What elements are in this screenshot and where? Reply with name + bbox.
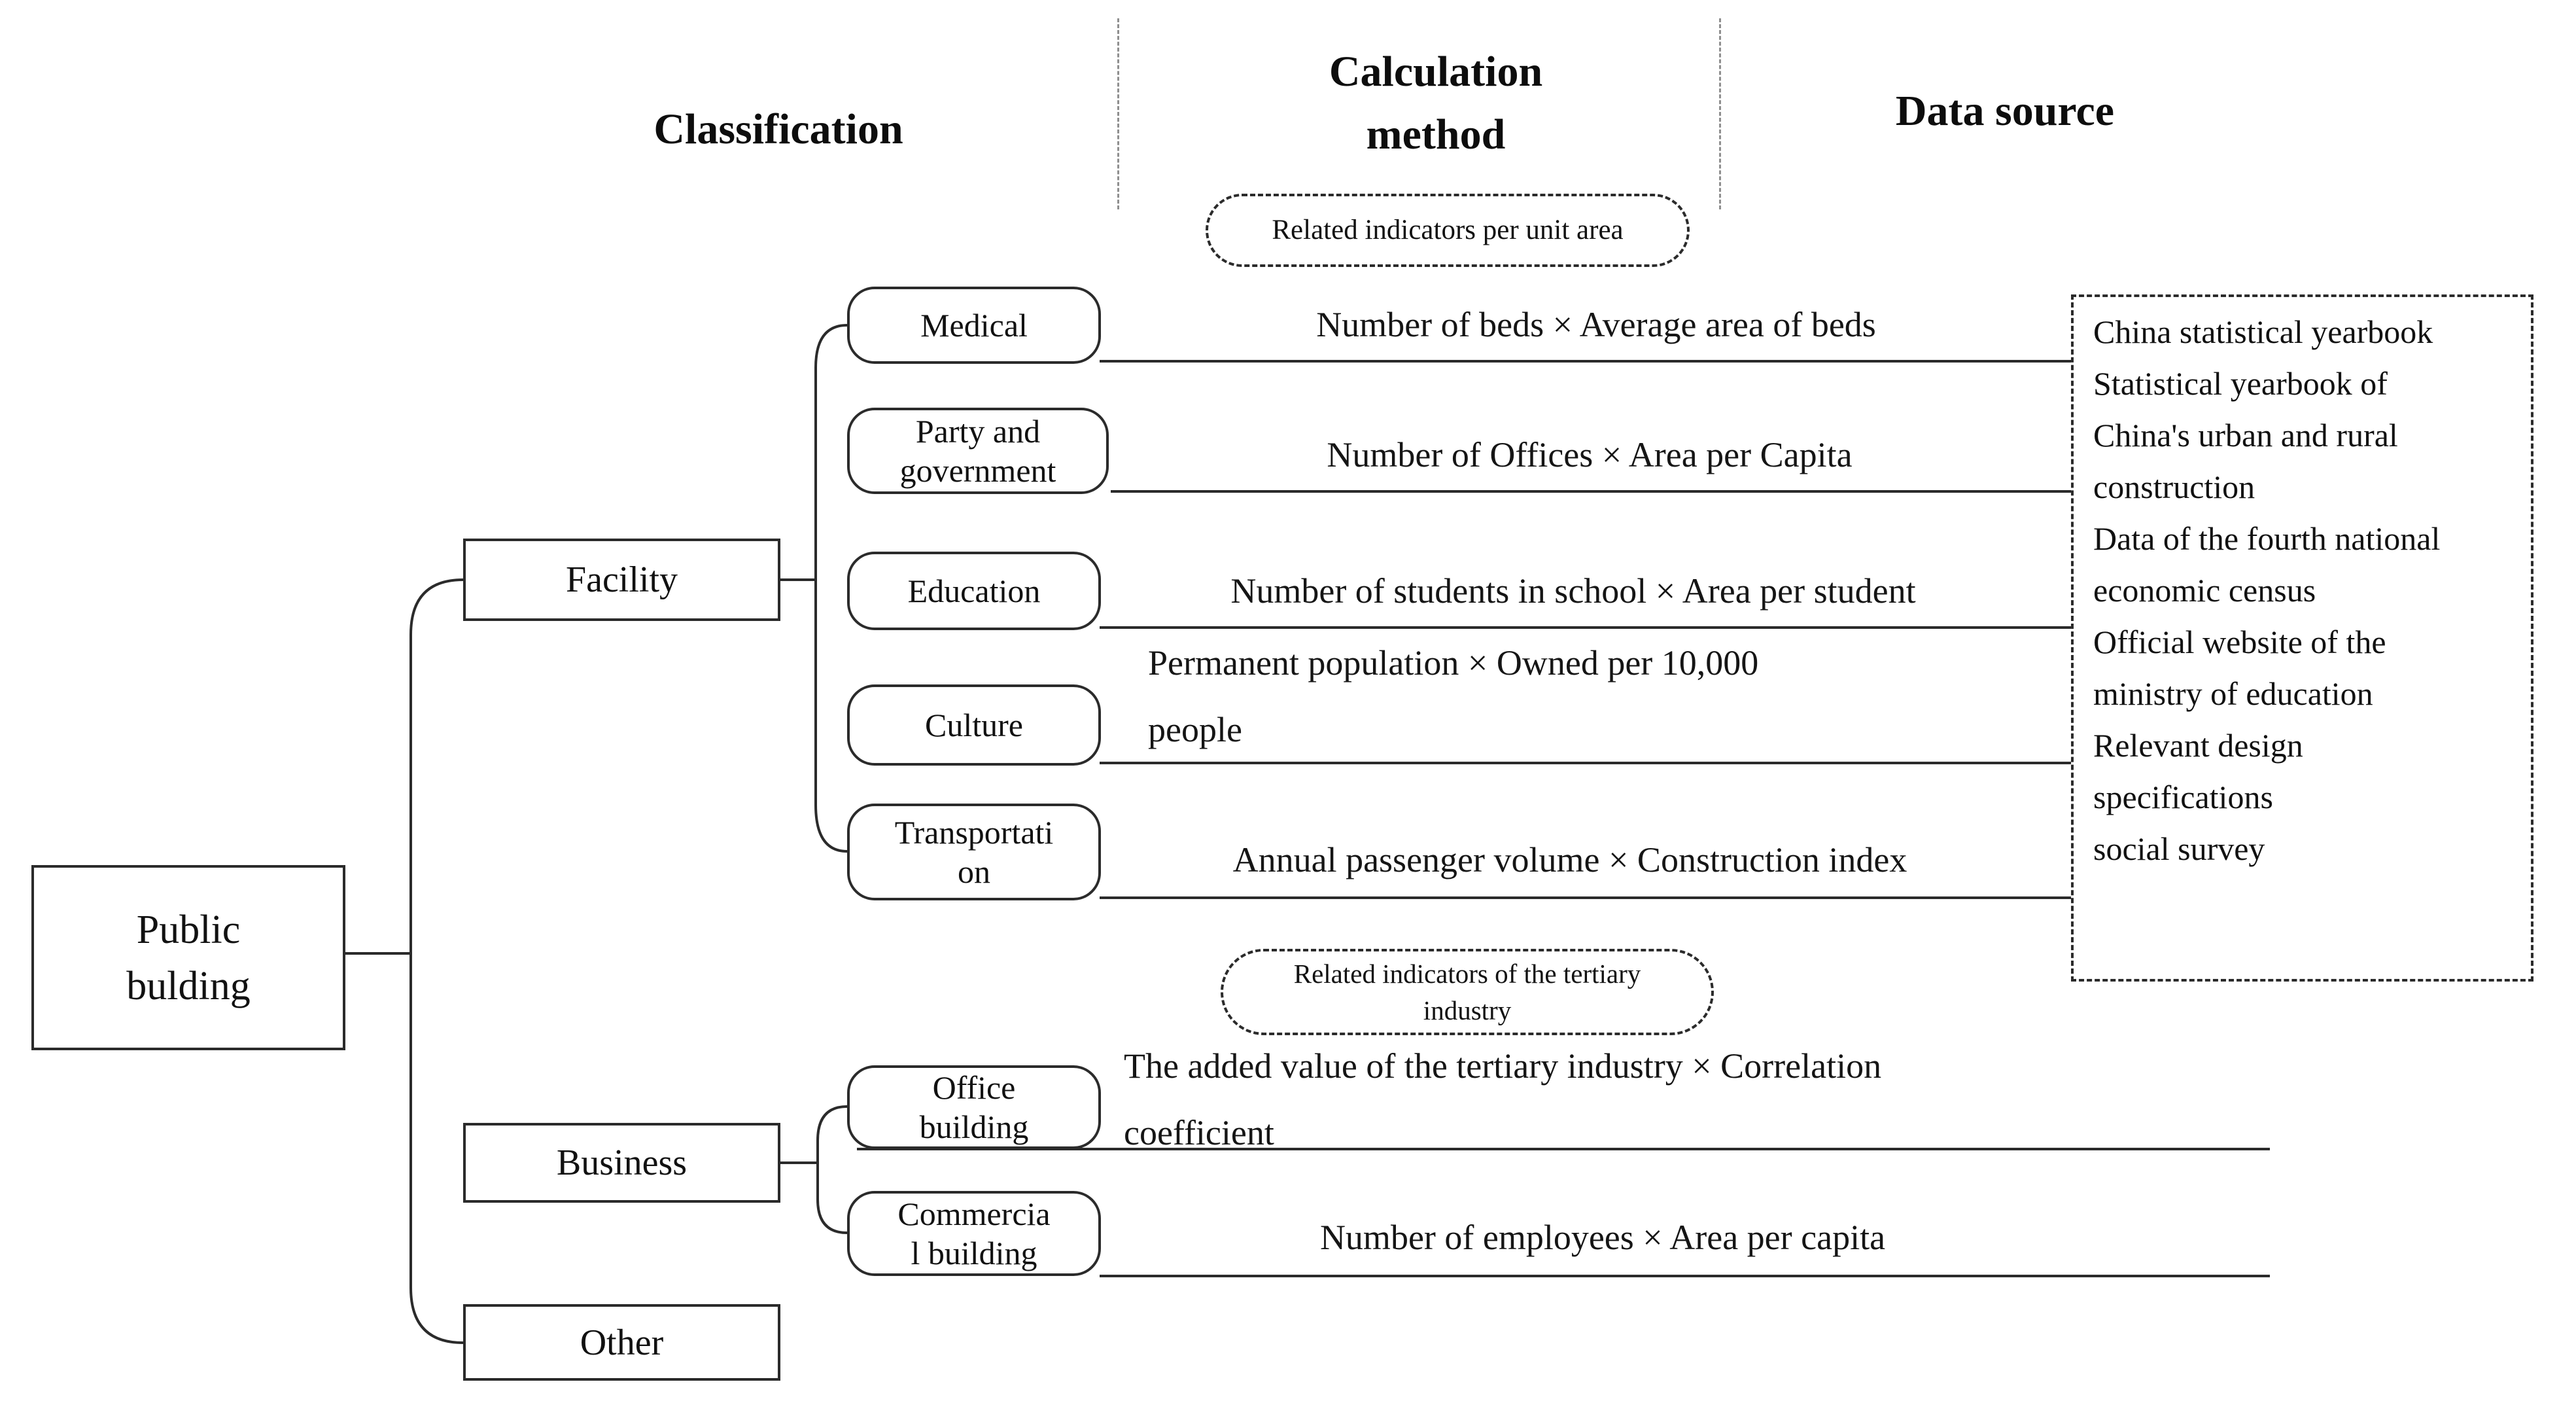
method-education: Number of students in school × Area per … <box>1125 558 2021 624</box>
node-label: Medical <box>920 307 1028 344</box>
capsule-related-indicators-tertiary: Related indicators of the tertiary indus… <box>1221 949 1714 1035</box>
node-medical: Medical <box>847 287 1101 364</box>
node-party-and-government: Party and government <box>847 408 1109 494</box>
node-office-building: Office building <box>847 1065 1101 1149</box>
column-divider-right <box>1719 18 1721 209</box>
node-label-line2: government <box>899 452 1056 489</box>
node-label-line1: Commercia <box>897 1196 1051 1232</box>
capsule-label-line2: industry <box>1423 995 1512 1025</box>
facility-bracket-line <box>814 324 848 853</box>
column-header-calculation-method: Calculation method <box>1329 48 1543 158</box>
data-source-box: China statistical yearbook Statistical y… <box>2071 294 2533 982</box>
node-education: Education <box>847 552 1101 630</box>
node-label-line1: Party and <box>915 413 1041 450</box>
data-source-item: Data of the fourth national economic cen… <box>2093 520 2441 609</box>
node-label-line2: building <box>919 1108 1029 1145</box>
node-label-line2: on <box>958 853 990 890</box>
node-label: Business <box>556 1143 688 1183</box>
capsule-related-indicators-unit-area: Related indicators per unit area <box>1206 194 1690 267</box>
node-label: Education <box>907 573 1041 609</box>
column-header-classification: Classification <box>653 105 903 153</box>
node-commercial-building: Commercia l building <box>847 1191 1101 1276</box>
business-bracket-line <box>816 1105 848 1234</box>
node-label-line1: Office <box>932 1069 1016 1106</box>
method-office-building: The added value of the tertiary industry… <box>1124 1033 2092 1166</box>
node-label-line2: l building <box>911 1235 1037 1271</box>
node-label-line2: bulding <box>126 963 251 1008</box>
capsule-label: Related indicators per unit area <box>1272 215 1624 245</box>
capsule-label-line1: Related indicators of the tertiary <box>1293 959 1641 989</box>
method-text-line1: Permanent population × Owned per 10,000 <box>1148 643 1759 682</box>
node-culture: Culture <box>847 684 1101 766</box>
data-source-item: Official website of the ministry of educ… <box>2093 624 2386 712</box>
column-divider-left <box>1117 18 1119 209</box>
node-label-line1: Public <box>136 907 241 952</box>
method-culture: Permanent population × Owned per 10,000 … <box>1148 629 1998 763</box>
method-commercial-building: Number of employees × Area per capita <box>1282 1204 1923 1271</box>
node-label: Facility <box>565 559 678 600</box>
data-source-item: China statistical yearbook <box>2093 313 2433 350</box>
method-text-line1: The added value of the tertiary industry… <box>1124 1046 1882 1086</box>
method-text: Number of students in school × Area per … <box>1230 571 1916 611</box>
method-text: Number of employees × Area per capita <box>1319 1218 1886 1257</box>
node-label: Other <box>580 1322 664 1363</box>
data-source-item: Statistical yearbook of China's urban an… <box>2093 365 2398 505</box>
node-business: Business <box>463 1123 780 1203</box>
main-trunk-line <box>409 578 464 1344</box>
node-transportation: Transportati on <box>847 804 1101 900</box>
method-transportation: Annual passenger volume × Construction i… <box>1138 826 2002 893</box>
column-header-data-source: Data source <box>1895 87 2115 135</box>
method-medical: Number of beds × Average area of beds <box>1145 291 2047 358</box>
data-source-item: social survey <box>2093 830 2265 867</box>
node-public-building: Public bulding <box>31 865 345 1050</box>
method-text: Number of beds × Average area of beds <box>1316 305 1876 344</box>
data-source-item: Relevant design specifications <box>2093 727 2303 815</box>
method-text: Number of Offices × Area per Capita <box>1327 435 1853 474</box>
node-other: Other <box>463 1304 780 1381</box>
method-text-line2: coefficient <box>1124 1113 1274 1152</box>
node-facility: Facility <box>463 539 780 621</box>
node-label-line1: Transportati <box>894 814 1054 851</box>
method-text-line2: people <box>1148 710 1242 749</box>
node-label: Culture <box>925 707 1023 743</box>
method-text: Annual passenger volume × Construction i… <box>1232 840 1907 879</box>
method-party-and-government: Number of Offices × Area per Capita <box>1197 421 1982 488</box>
